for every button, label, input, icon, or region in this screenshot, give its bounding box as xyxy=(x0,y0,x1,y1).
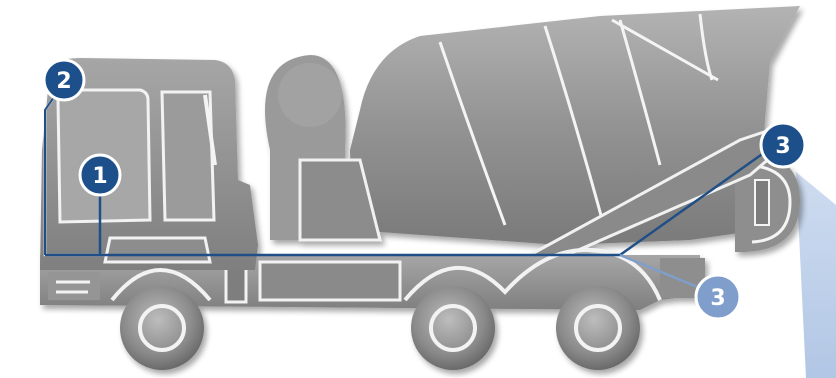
marker-1[interactable]: 1 xyxy=(80,155,120,195)
marker-1-label: 1 xyxy=(92,164,107,189)
marker-2[interactable]: 2 xyxy=(44,60,84,100)
marker-2-label: 2 xyxy=(56,69,71,94)
marker-3-top[interactable]: 3 xyxy=(761,123,805,167)
rear-light-beam xyxy=(796,172,836,378)
wheel-rear-2 xyxy=(556,286,640,370)
wheel-front xyxy=(120,286,204,370)
marker-3-top-label: 3 xyxy=(775,134,790,159)
marker-3-bottom[interactable]: 3 xyxy=(696,275,740,319)
marker-3-bottom-label: 3 xyxy=(710,286,725,311)
truck xyxy=(40,6,800,370)
wheel-rear-1 xyxy=(411,286,495,370)
